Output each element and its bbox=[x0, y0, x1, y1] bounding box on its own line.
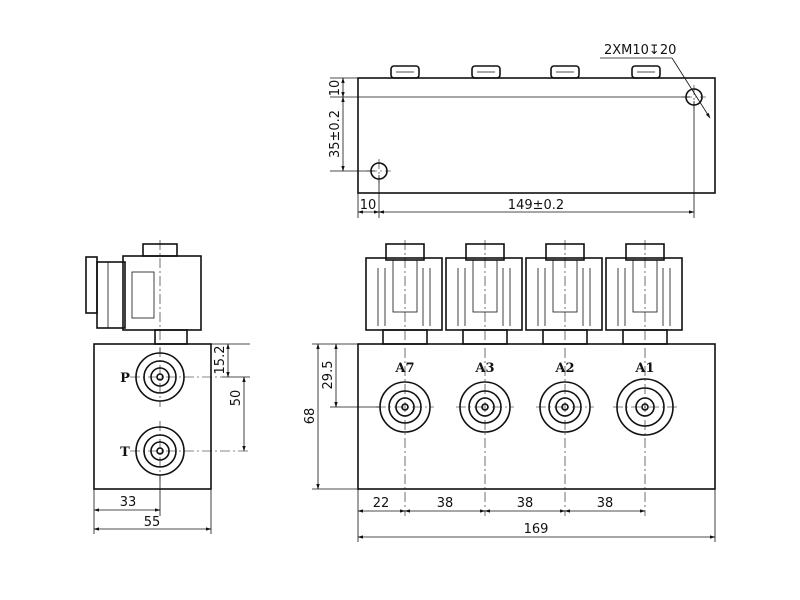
port-a1 bbox=[613, 240, 677, 516]
dim-length: 149±0.2 bbox=[508, 198, 564, 213]
port-a3 bbox=[456, 240, 514, 516]
dim-pitch-2: 38 bbox=[517, 496, 534, 511]
top-block-outline bbox=[357, 77, 716, 194]
top-view: 10 35±0.2 10 149±0.2 2XM10↧20 bbox=[328, 43, 716, 218]
port-label-a7: A7 bbox=[394, 361, 414, 376]
dim-height: 68 bbox=[303, 408, 318, 425]
dim-port-x: 33 bbox=[120, 495, 137, 510]
side-solenoid bbox=[85, 240, 202, 352]
top-valve-tabs bbox=[390, 65, 661, 79]
dim-top-10: 10 bbox=[328, 80, 343, 97]
dim-first-port: 22 bbox=[373, 496, 390, 511]
port-t bbox=[130, 421, 250, 481]
label-p: P bbox=[120, 371, 130, 386]
dim-port-height: 29.5 bbox=[321, 361, 336, 390]
dim-left-10: 10 bbox=[360, 198, 377, 213]
dim-width: 55 bbox=[144, 515, 161, 530]
dim-pitch-1: 38 bbox=[437, 496, 454, 511]
port-p bbox=[130, 347, 222, 407]
side-view: P T 15.2 50 33 55 bbox=[85, 240, 250, 534]
dim-pitch-3: 38 bbox=[597, 496, 614, 511]
dim-total: 169 bbox=[524, 522, 549, 537]
dim-pt-height: 50 bbox=[229, 390, 244, 407]
port-label-a1: A1 bbox=[634, 361, 654, 376]
front-solenoids bbox=[365, 243, 683, 345]
thread-callout: 2XM10↧20 bbox=[604, 43, 676, 58]
dim-p-offset: 15.2 bbox=[213, 346, 228, 375]
port-a2 bbox=[536, 240, 594, 516]
port-label-a3: A3 bbox=[474, 361, 494, 376]
dim-hole-spacing: 35±0.2 bbox=[328, 110, 343, 158]
front-block-outline bbox=[357, 343, 716, 490]
front-view: A7 A3 A2 A1 29.5 68 22 38 38 38 169 bbox=[303, 240, 716, 542]
label-t: T bbox=[120, 445, 130, 460]
side-block-outline bbox=[93, 343, 212, 490]
port-label-a2: A2 bbox=[554, 361, 574, 376]
